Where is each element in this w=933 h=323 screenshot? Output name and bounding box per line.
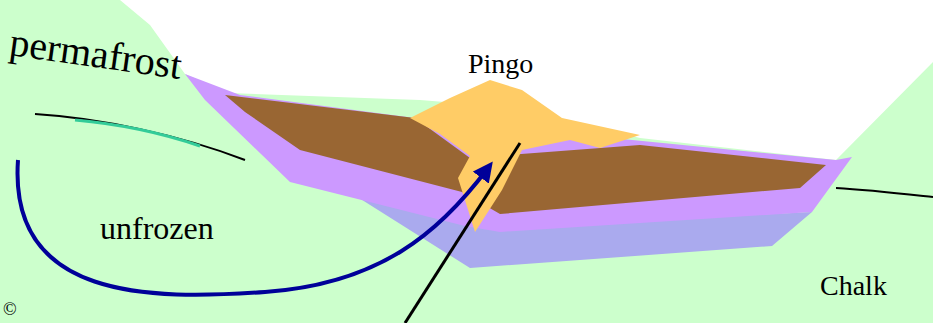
purple-deposit — [185, 74, 852, 232]
flow-arrow — [18, 160, 489, 295]
permafrost-line — [75, 120, 200, 146]
permafrost-line — [836, 188, 933, 197]
region-label: Pingo — [468, 50, 533, 78]
fault-line — [405, 143, 520, 323]
region-label: © — [3, 300, 17, 318]
pingo-mound — [410, 80, 640, 232]
permafrost-line — [35, 114, 245, 160]
region-label: Chalk — [820, 272, 887, 300]
region-label: unfrozen — [100, 212, 214, 244]
